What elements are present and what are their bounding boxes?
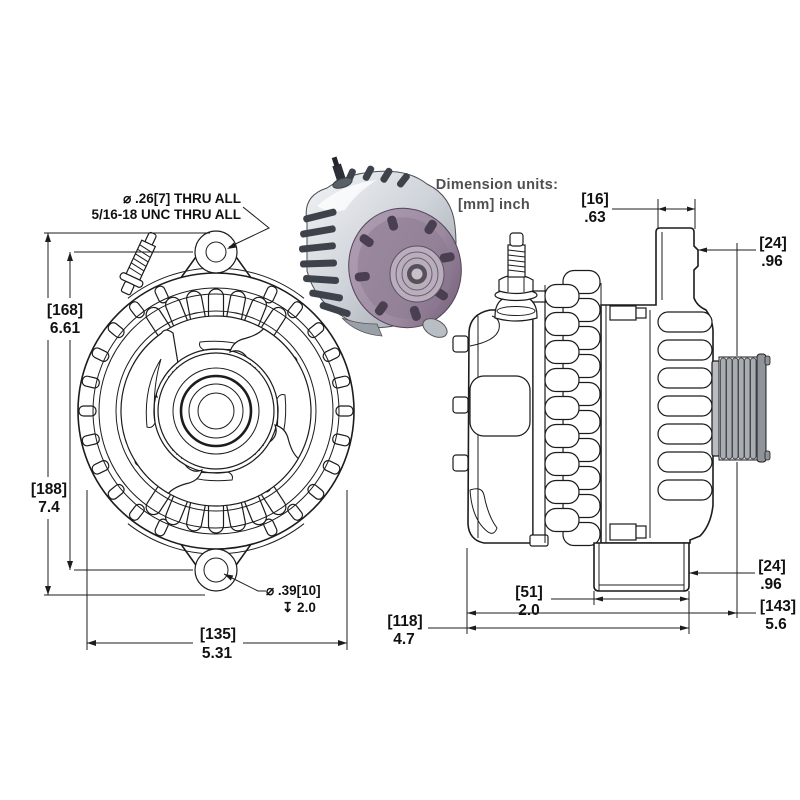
dimension-24-top: [24] .96	[698, 235, 787, 270]
note-bottom-hole: ⌀ .39[10] ↧ 2.0	[223, 573, 321, 615]
alternator-3d-render	[298, 156, 462, 338]
dimension-188: [188] 7.4	[27, 232, 210, 596]
render-pulley	[389, 245, 445, 303]
dim-143-mm: [143]	[760, 598, 796, 615]
dimension-16: [16] .63	[581, 191, 696, 229]
dim-168-mm: [168]	[47, 302, 83, 319]
units-line2: [mm] inch	[458, 197, 530, 213]
dim-188-mm: [188]	[31, 481, 67, 498]
dim-143-inch: 5.6	[765, 616, 787, 633]
top-mounting-hole	[194, 230, 238, 274]
note-top-hole: ⌀ .26[7] THRU ALL 5/16-18 UNC THRU ALL	[91, 191, 270, 249]
bottom-mounting-hole	[194, 548, 238, 592]
dim-24-top-mm: [24]	[759, 235, 787, 252]
dim-24-top-inch: .96	[761, 253, 783, 270]
dim-24-bottom-inch: .96	[760, 576, 782, 593]
side-view	[452, 227, 771, 618]
dimension-143: [143] 5.6	[466, 548, 796, 634]
dim-118-mm: [118]	[387, 613, 422, 630]
mounting-foot	[593, 542, 690, 592]
dimension-24-bottom: [24] .96	[689, 558, 786, 593]
dim-24-bottom-mm: [24]	[758, 558, 786, 575]
dim-188-inch: 7.4	[38, 499, 60, 516]
note-top-hole-line2: 5/16-18 UNC THRU ALL	[91, 207, 241, 222]
dim-135-inch: 5.31	[202, 645, 233, 662]
render-stud	[331, 156, 353, 189]
dimension-168: [168] 6.61	[44, 251, 193, 571]
render-louvers	[298, 165, 410, 318]
dimension-51: [51] 2.0	[515, 584, 690, 634]
dimension-118: [118] 4.7	[387, 613, 689, 648]
note-bottom-hole-line1: ⌀ .39[10]	[266, 583, 321, 598]
units-note: Dimension units: [mm] inch	[436, 177, 558, 213]
dim-51-mm: [51]	[515, 584, 543, 601]
dim-168-inch: 6.61	[50, 320, 81, 337]
units-line1: Dimension units:	[436, 177, 558, 193]
dim-118-inch: 4.7	[393, 631, 415, 648]
dim-16-inch: .63	[584, 209, 606, 226]
note-bottom-hole-line2: ↧ 2.0	[282, 600, 316, 615]
dim-135-mm: [135]	[200, 626, 236, 643]
stator-fins	[544, 269, 602, 547]
dim-16-mm: [16]	[581, 191, 609, 208]
pulley	[711, 353, 771, 463]
dim-51-inch: 2.0	[518, 602, 540, 619]
front-view	[77, 230, 355, 592]
shaft-hub	[157, 352, 275, 470]
side-view-stud	[494, 232, 538, 322]
housing-vents	[657, 311, 713, 501]
note-top-hole-line1: ⌀ .26[7] THRU ALL	[123, 191, 241, 206]
dimension-135: [135] 5.31	[86, 490, 348, 662]
